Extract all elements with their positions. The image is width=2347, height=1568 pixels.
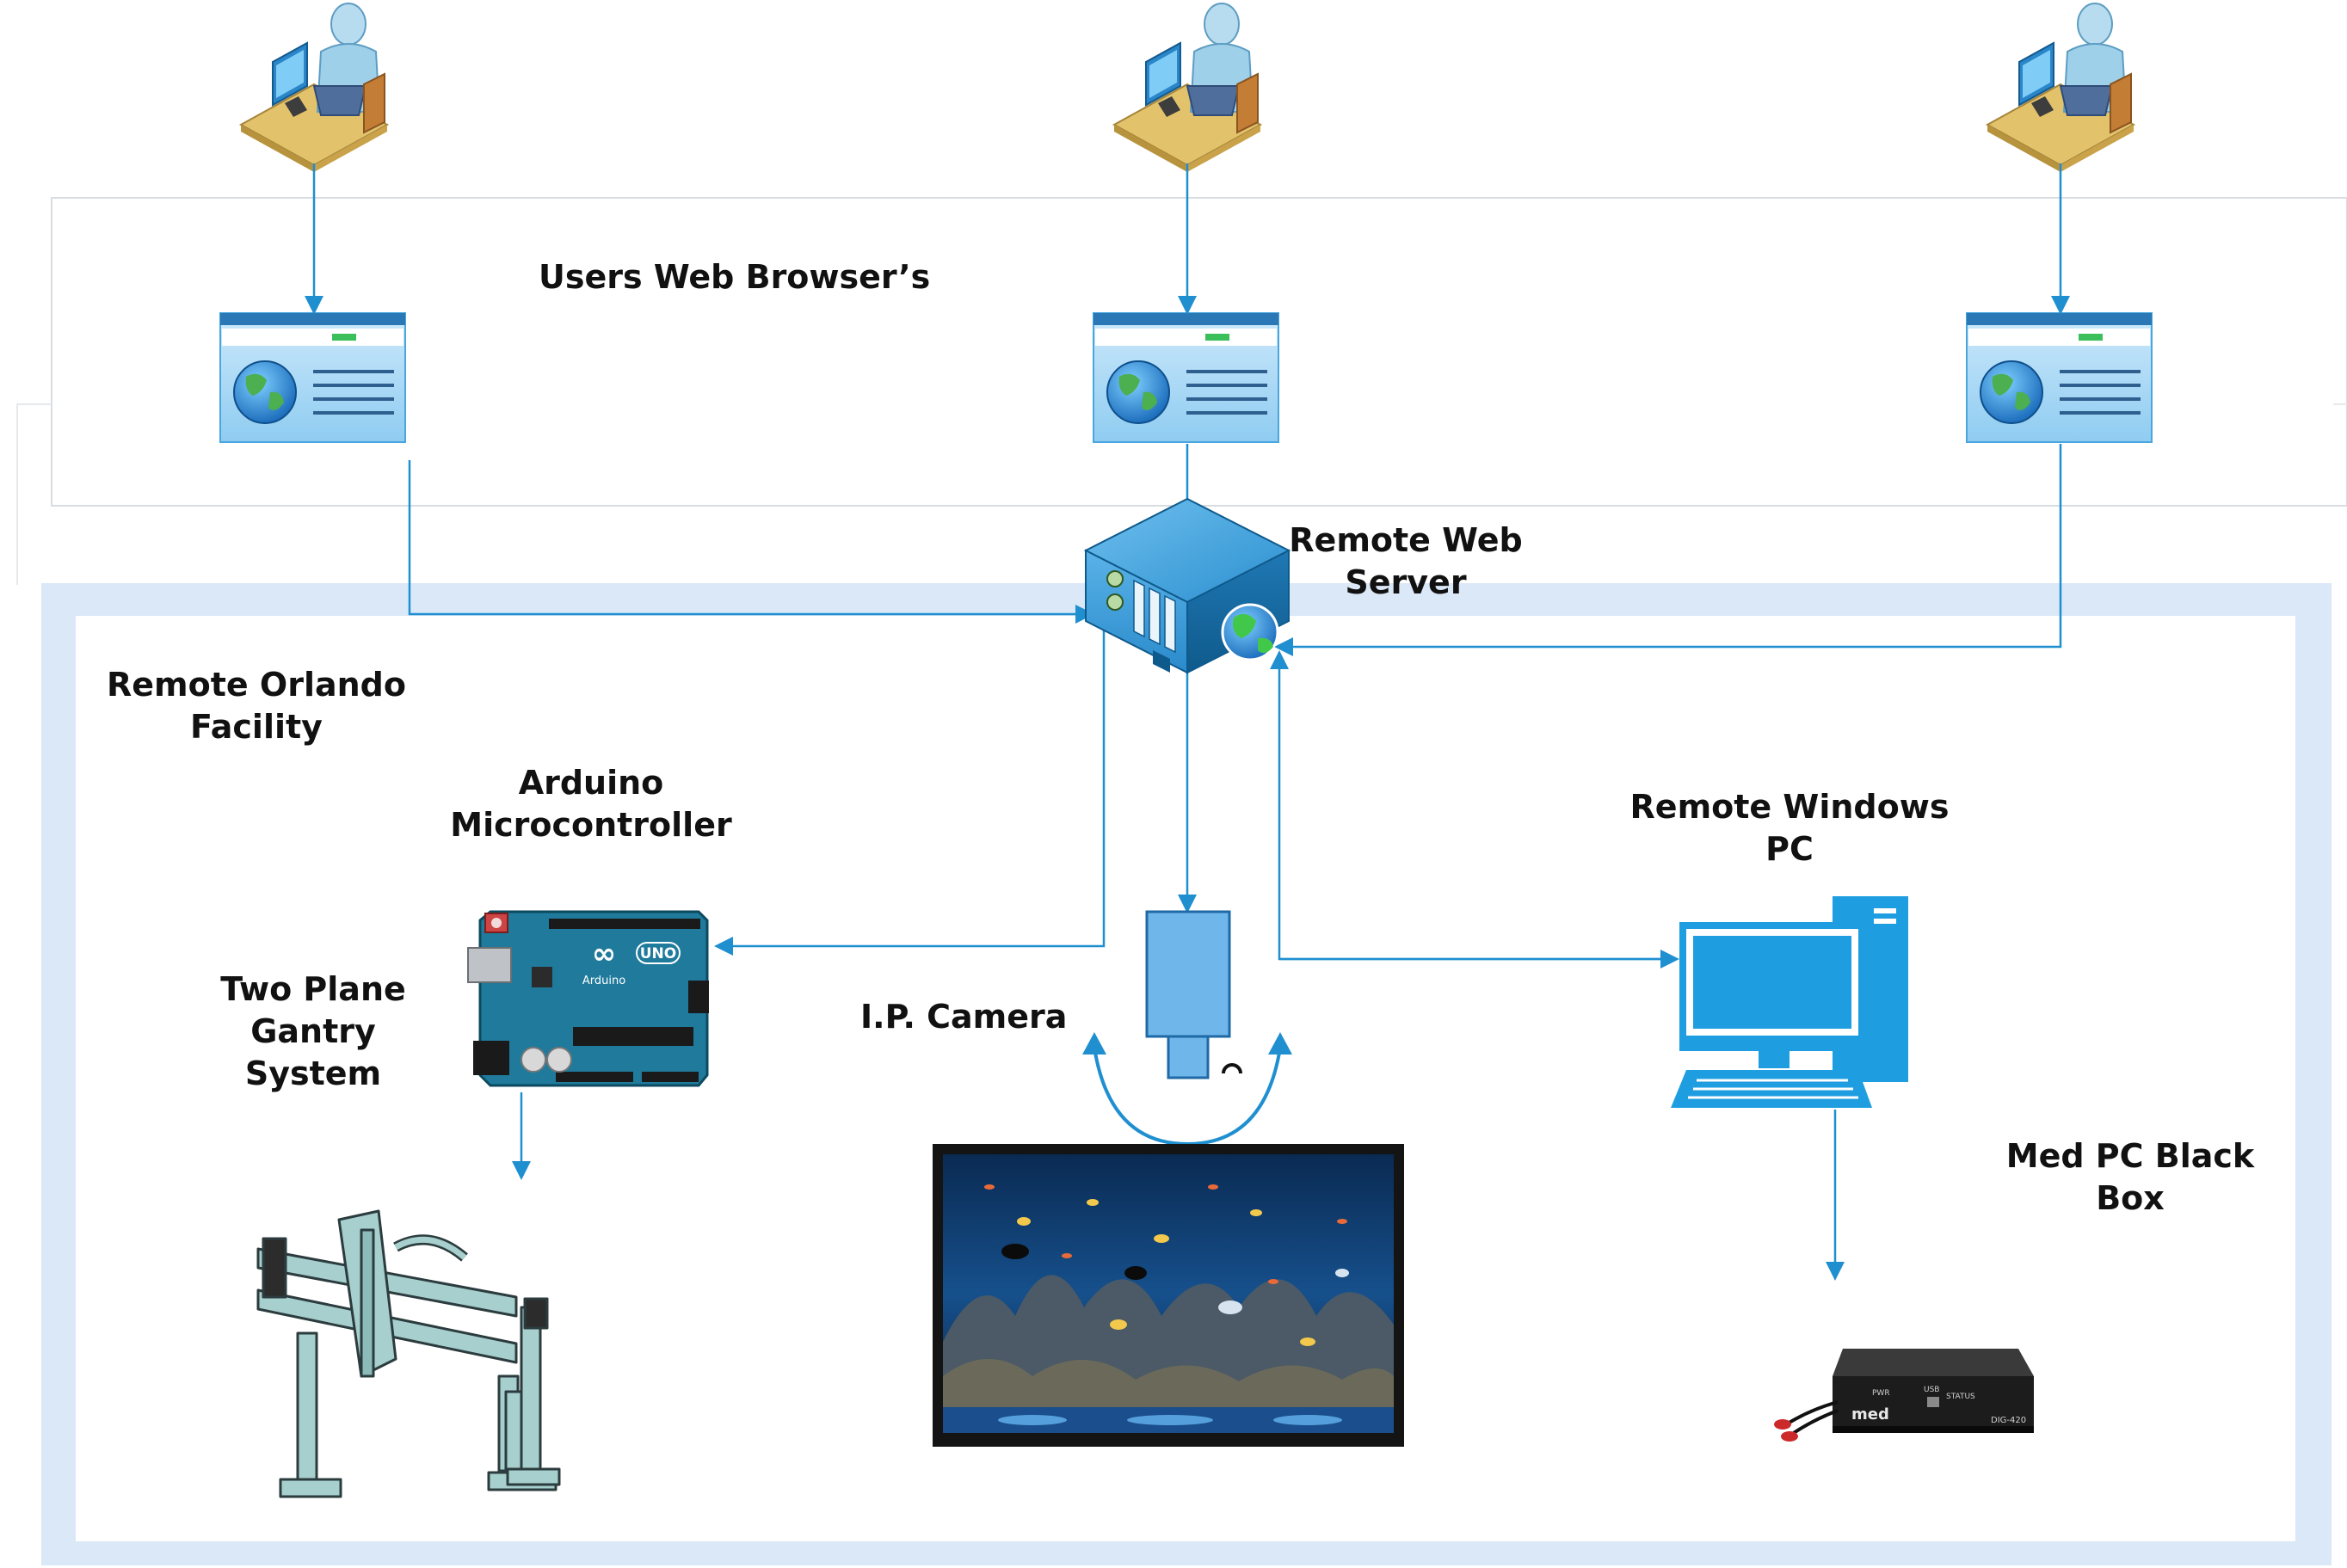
- remote-windows-pc-label: Remote Windows PC: [1617, 786, 1962, 870]
- two-plane-gantry-system-label-line2: Gantry: [250, 1012, 376, 1050]
- med-box-usb-label: USB: [1924, 1386, 1939, 1394]
- remote-orlando-facility-label-line2: Facility: [190, 708, 323, 746]
- windows-pc-icon: [1671, 896, 1908, 1108]
- ip-camera-label: I.P. Camera: [860, 998, 1068, 1036]
- remote-web-server-label-line2: Server: [1345, 563, 1467, 601]
- med-box-brand: med: [1851, 1405, 1889, 1423]
- remote-web-server-label-line1: Remote Web: [1289, 521, 1523, 559]
- user-workstation-icon: [1985, 3, 2136, 172]
- med-pc-black-box-image: med PWR USB STATUS DIG-420: [1774, 1349, 2034, 1442]
- arduino-microcontroller-label-line2: Microcontroller: [450, 806, 732, 844]
- arduino-microcontroller-label-line1: Arduino: [518, 764, 664, 802]
- two-plane-gantry-system-label-line1: Two Plane: [220, 970, 406, 1008]
- connector-browser1-to-server: [408, 460, 1094, 624]
- arduino-brand-label: Arduino: [582, 975, 625, 987]
- panel-guide-line: [16, 403, 52, 585]
- user-workstation-icon: [1112, 3, 1263, 172]
- arduino-board-icon: ∞ UNO Arduino: [467, 910, 709, 1087]
- remote-web-server-icon: [1083, 497, 1291, 674]
- remote-windows-pc-label-line1: Remote Windows: [1629, 788, 1950, 826]
- ip-camera-icon: [1082, 910, 1292, 1147]
- users-web-browsers-label: Users Web Browser’s: [539, 258, 931, 296]
- arduino-microcontroller-label: Arduino Microcontroller: [449, 762, 733, 846]
- gantry-system-image: [256, 1209, 561, 1498]
- connector-windows-pc-to-server: [1270, 650, 1676, 961]
- med-box-pwr-label: PWR: [1872, 1389, 1890, 1398]
- aquarium-image: [933, 1144, 1404, 1447]
- web-browser-icon: [1966, 312, 2153, 443]
- user-workstation-icon: [238, 3, 390, 172]
- remote-orlando-facility-label: Remote Orlando Facility: [102, 664, 411, 748]
- med-pc-black-box-label-line2: Box: [2096, 1179, 2165, 1217]
- two-plane-gantry-system-label: Two Plane Gantry System: [193, 968, 434, 1095]
- connector-browser3-to-server: [1274, 444, 2062, 656]
- remote-windows-pc-label-line2: PC: [1765, 830, 1814, 868]
- med-pc-black-box-label-line1: Med PC Black: [2005, 1137, 2255, 1175]
- med-pc-black-box-label: Med PC Black Box: [1984, 1135, 2276, 1220]
- connector-server-to-arduino: [714, 619, 1106, 956]
- arduino-logo-symbol: ∞: [592, 937, 616, 971]
- two-plane-gantry-system-label-line3: System: [244, 1055, 382, 1092]
- web-browser-icon: [219, 312, 406, 443]
- web-browser-icon: [1093, 312, 1279, 443]
- arduino-model-label: UNO: [640, 945, 676, 962]
- remote-web-server-label: Remote Web Server: [1268, 520, 1543, 604]
- med-box-model-label: DIG-420: [1991, 1416, 2026, 1425]
- med-box-status-label: STATUS: [1946, 1393, 1975, 1401]
- remote-orlando-facility-label-line1: Remote Orlando: [107, 666, 406, 704]
